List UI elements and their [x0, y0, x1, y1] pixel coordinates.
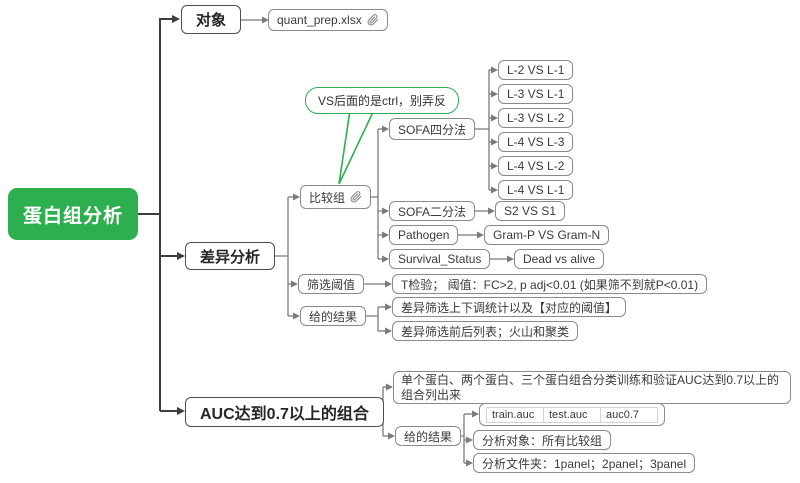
node-sofa-binary[interactable]: SOFA二分法: [389, 201, 476, 221]
compare-group-label: 比较组: [309, 190, 346, 205]
link-icon: [350, 191, 362, 203]
file-train-auc: train.auc: [487, 407, 544, 422]
callout-note[interactable]: VS后面的是ctrl，别弄反: [305, 87, 460, 114]
node-analysis-folders[interactable]: 分析文件夹：1panel；2panel；3panel: [473, 453, 696, 473]
node-pair-l4-l2[interactable]: L-4 VS L-2: [498, 156, 574, 176]
node-auc-description[interactable]: 单个蛋白、两个蛋白、三个蛋白组合分类训练和验证AUC达到0.7以上的组合列出来: [393, 371, 791, 404]
branch-object[interactable]: 对象: [181, 5, 242, 34]
node-auc-files[interactable]: train.auc test.auc auc0.7: [479, 403, 665, 426]
branch-auc-combos[interactable]: AUC达到0.7以上的组合: [185, 397, 384, 427]
node-pair-l4-l3[interactable]: L-4 VS L-3: [498, 132, 574, 152]
node-pair-s2-s1[interactable]: S2 VS S1: [495, 201, 566, 221]
root-topic[interactable]: 蛋白组分析: [8, 188, 138, 240]
node-analysis-target[interactable]: 分析对象：所有比较组: [473, 430, 612, 450]
node-pair-l3-l1[interactable]: L-3 VS L-1: [498, 84, 574, 104]
node-compare-group[interactable]: 比较组: [300, 185, 372, 209]
link-icon: [367, 14, 379, 26]
node-updown-stats[interactable]: 差异筛选上下调统计以及【对应的阈值】: [392, 297, 627, 317]
node-volcano-cluster[interactable]: 差异筛选前后列表；火山和聚类: [392, 321, 579, 341]
node-sofa-quartile[interactable]: SOFA四分法: [389, 118, 476, 140]
node-pathogen[interactable]: Pathogen: [389, 225, 459, 245]
node-pair-gram[interactable]: Gram-P VS Gram-N: [484, 225, 610, 245]
node-auc-results[interactable]: 给的结果: [395, 426, 462, 446]
file-test-auc: test.auc: [544, 407, 601, 422]
node-pair-l4-l1[interactable]: L-4 VS L-1: [498, 180, 574, 200]
node-diff-results[interactable]: 给的结果: [300, 306, 367, 326]
node-pair-l3-l2[interactable]: L-3 VS L-2: [498, 108, 574, 128]
quant-file-label: quant_prep.xlsx: [277, 13, 362, 27]
node-survival-status[interactable]: Survival_Status: [389, 249, 491, 269]
auc-files-table: train.auc test.auc auc0.7: [486, 406, 658, 423]
file-auc07: auc0.7: [606, 408, 640, 421]
node-filter-threshold[interactable]: 筛选阈值: [298, 274, 365, 294]
callout-tail: [338, 109, 376, 185]
node-pair-l2-l1[interactable]: L-2 VS L-1: [498, 60, 574, 80]
node-ttest-rule[interactable]: T检验； 阈值：FC>2, p adj<0.01 (如果筛不到就P<0.01): [392, 274, 708, 294]
branch-diff-analysis[interactable]: 差异分析: [185, 242, 276, 270]
node-quant-file[interactable]: quant_prep.xlsx: [268, 9, 388, 31]
node-pair-dead-alive[interactable]: Dead vs alive: [514, 249, 605, 269]
